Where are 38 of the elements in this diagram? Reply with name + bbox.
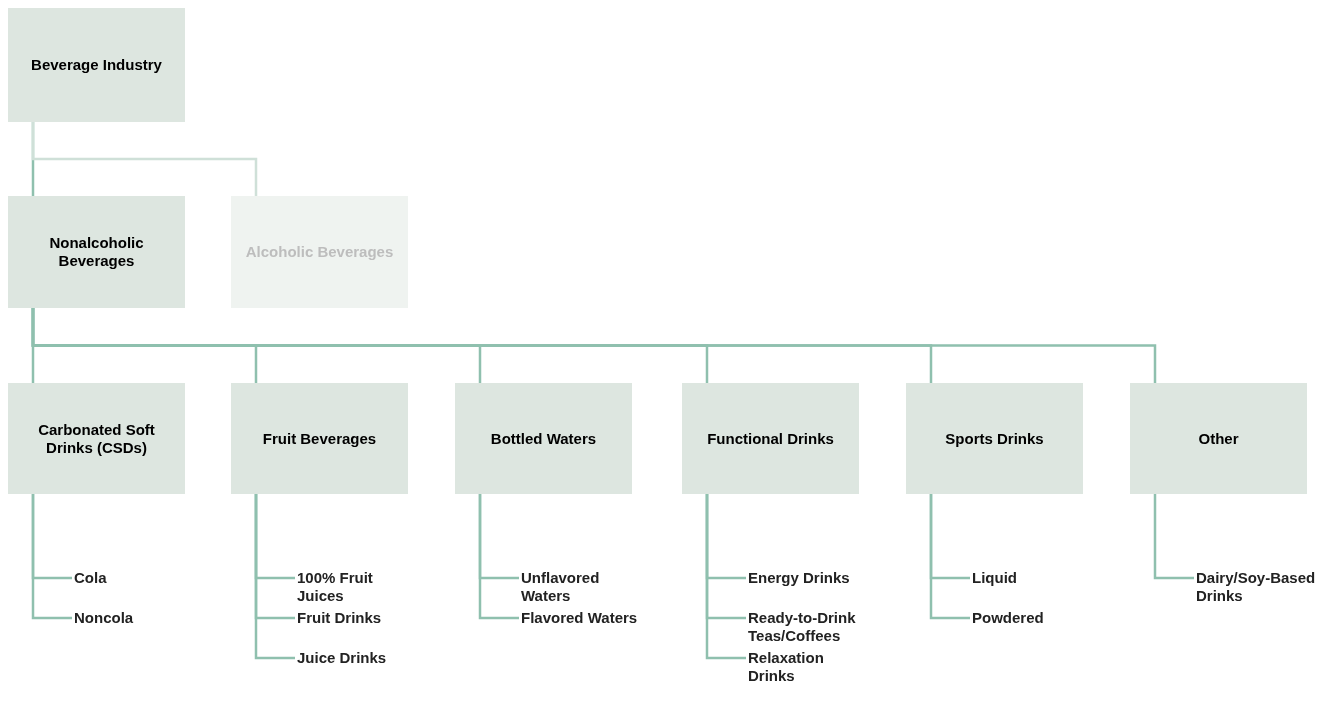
category-label: Sports Drinks	[945, 429, 1044, 448]
subcategory-label: Powdered	[972, 609, 1092, 627]
subcategory-label: Fruit Drinks	[297, 609, 417, 627]
subcategory-label: Juice Drinks	[297, 649, 417, 667]
category-box	[231, 383, 408, 494]
subcategory-label: 100% Fruit Juices	[297, 569, 417, 605]
category-box	[906, 383, 1083, 494]
category-box	[1130, 383, 1307, 494]
category-box	[455, 383, 632, 494]
subcategory-label: Relaxation Drinks	[748, 649, 868, 685]
connector-line	[929, 494, 970, 620]
category-label: Functional Drinks	[707, 429, 834, 448]
subcategory-label: Dairy/Soy-Based Drinks	[1196, 569, 1331, 605]
category-label: Nonalcoholic Beverages	[48, 234, 145, 270]
connector-line	[254, 494, 295, 660]
subcategory-label: Noncola	[74, 609, 194, 627]
connector-line	[31, 308, 1157, 383]
category-box	[8, 196, 185, 308]
category-label: Beverage Industry	[31, 56, 162, 74]
subcategory-label: Ready-to-Drink Teas/Coffees	[748, 609, 868, 645]
category-label: Fruit Beverages	[262, 429, 377, 448]
subcategory-label: Unflavored Waters	[521, 569, 641, 605]
connector-line	[31, 494, 72, 620]
category-label: Bottled Waters	[490, 429, 597, 448]
category-box	[682, 383, 859, 494]
category-box	[231, 196, 408, 308]
subcategory-label: Flavored Waters	[521, 609, 641, 627]
category-label: Carbonated Soft Drinks (CSDs)	[37, 420, 156, 457]
category-box	[8, 8, 185, 122]
subcategory-label: Liquid	[972, 569, 1092, 587]
connector-line	[1153, 494, 1194, 580]
category-label: Other	[1198, 429, 1239, 448]
subcategory-label: Cola	[74, 569, 194, 587]
connector-line	[31, 122, 258, 196]
connector-line	[478, 494, 519, 620]
subcategory-label: Energy Drinks	[748, 569, 868, 587]
connector-line	[705, 494, 746, 660]
category-box	[8, 383, 185, 494]
